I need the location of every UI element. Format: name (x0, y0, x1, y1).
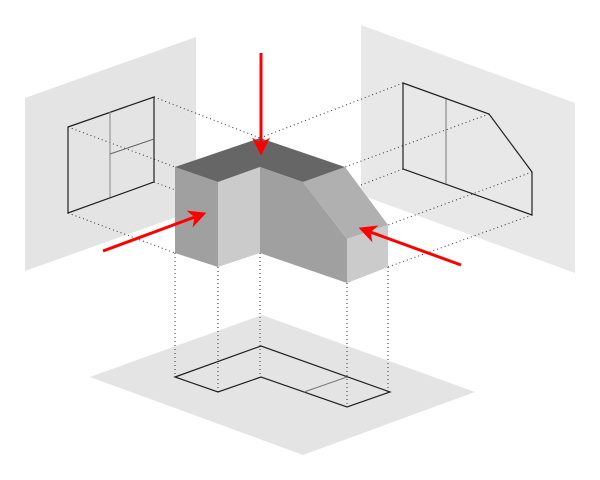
right-block-front-face (260, 167, 347, 283)
right-view-drawing (402, 82, 533, 216)
view-arrows (102, 53, 462, 267)
slope-face (303, 167, 388, 239)
arrow-left-icon (102, 210, 207, 253)
right-projection-plane (361, 25, 575, 273)
arrow-right-icon (358, 225, 462, 267)
left-view-drawing (67, 96, 155, 214)
isometric-object (175, 138, 388, 283)
top-view-drawing (173, 345, 392, 408)
left-block-side-face (218, 167, 260, 267)
top-face (175, 138, 345, 182)
